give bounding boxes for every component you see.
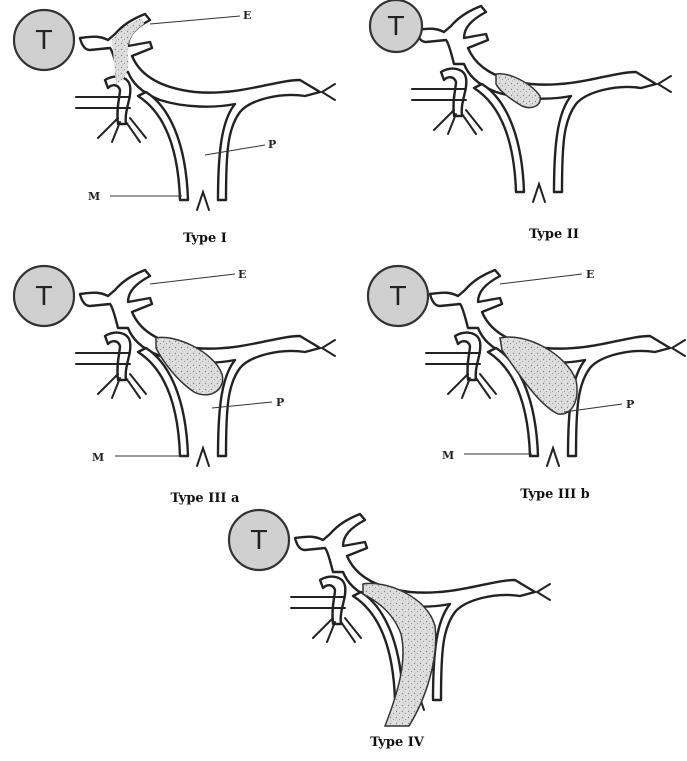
tumor-letter: T [35,26,52,56]
tumor-letter: T [389,282,406,312]
caption-type-3a: Type III a [171,491,240,506]
panel-type-2: T Type II [370,0,671,242]
label-e: E [243,9,251,22]
panel-type-3b: T E P M Type III b [368,266,685,502]
caption-type-3b: Type III b [520,487,590,502]
panel-type-3a: T E P M Type III a [14,266,335,506]
caption-type-2: Type II [529,227,579,242]
label-m: M [88,190,100,203]
label-m: M [92,451,104,464]
caption-type-1: Type I [183,231,227,246]
label-m: M [442,449,454,462]
tumor-letter: T [250,526,267,556]
label-p: P [268,138,276,151]
panel-type-1: T E P M Type I [14,9,335,246]
panel-type-4: T Type IV [229,510,550,750]
tumor-letter: T [387,12,404,42]
label-e: E [238,268,246,281]
label-p: P [626,398,634,411]
label-p: P [276,396,284,409]
tumor-letter: T [35,282,52,312]
label-e: E [586,268,594,281]
caption-type-4: Type IV [370,735,425,750]
